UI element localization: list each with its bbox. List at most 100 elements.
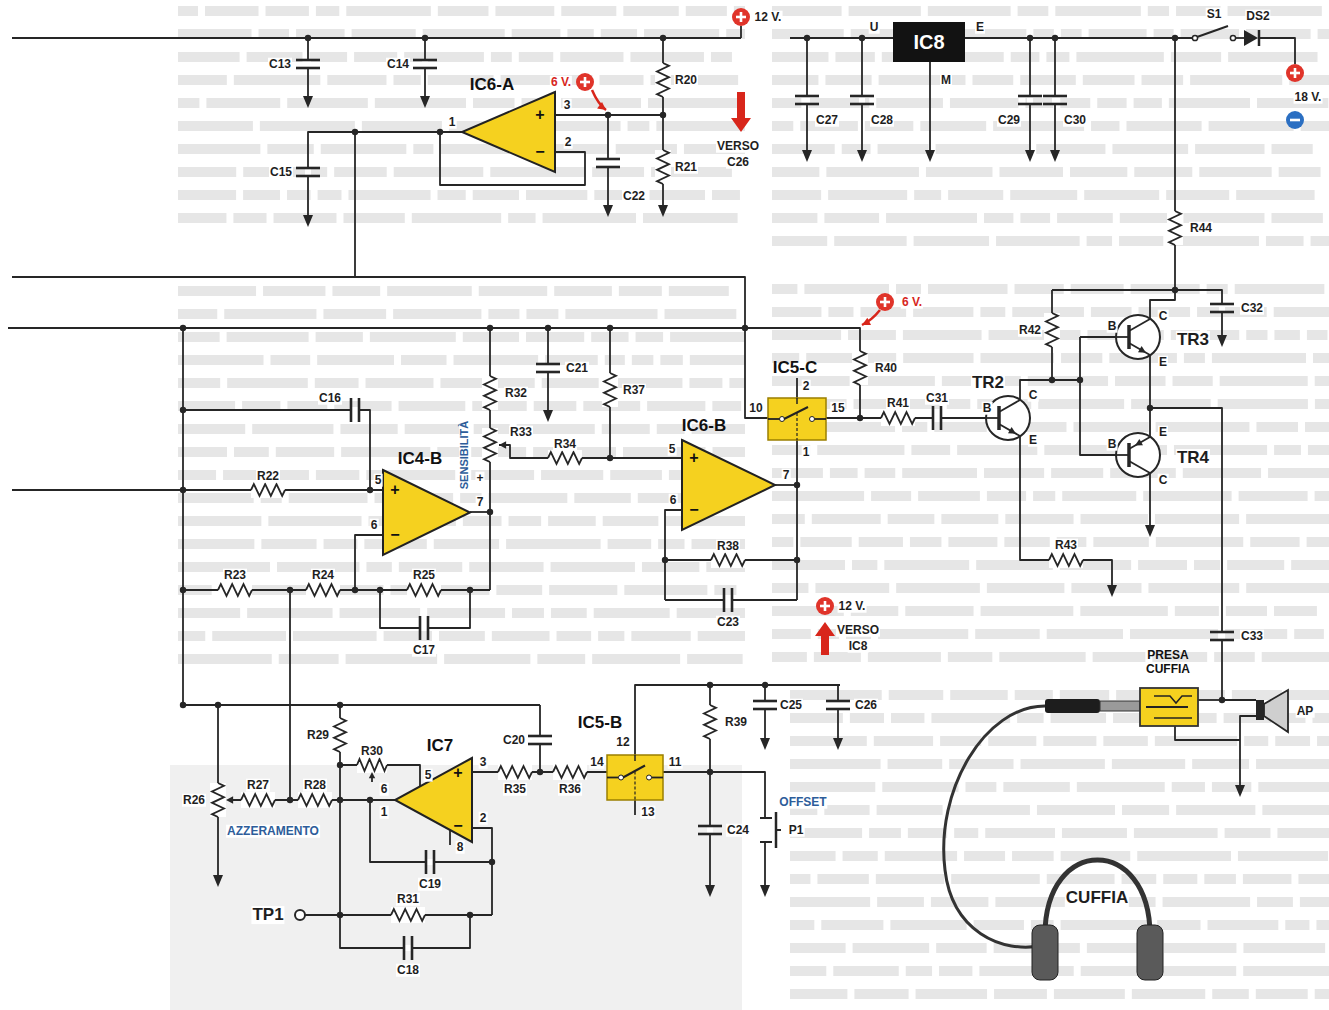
switch-contact xyxy=(780,417,785,422)
faded-word xyxy=(1054,989,1125,999)
faded-word xyxy=(526,309,558,319)
faded-word xyxy=(537,654,585,664)
capacitor-plate xyxy=(850,95,874,98)
faded-word xyxy=(665,309,737,319)
capacitor-mask xyxy=(804,97,810,104)
faded-word xyxy=(1017,713,1043,723)
component-name: PRESA CUFFIA xyxy=(1133,648,1203,677)
faded-background xyxy=(170,6,1329,1010)
faded-word xyxy=(560,52,623,62)
faded-word xyxy=(1112,144,1188,154)
faded-word xyxy=(790,920,814,930)
faded-word xyxy=(842,144,871,154)
circuit xyxy=(8,8,1304,980)
faded-word xyxy=(926,167,993,177)
faded-word xyxy=(1262,652,1329,662)
junction-dot xyxy=(545,325,551,331)
wire xyxy=(354,132,356,277)
faded-word xyxy=(1055,6,1140,16)
junction-dot xyxy=(794,482,800,488)
faded-word xyxy=(711,52,732,62)
faded-word xyxy=(178,190,236,200)
resistor-symbol xyxy=(357,759,387,771)
faded-word xyxy=(317,355,394,365)
faded-word xyxy=(1315,989,1329,999)
faded-word xyxy=(619,286,662,296)
ground-symbol xyxy=(213,875,223,887)
part-label: E xyxy=(1028,434,1038,447)
faded-word xyxy=(1028,376,1108,386)
wire xyxy=(635,685,840,755)
capacitor-plate xyxy=(1018,95,1042,98)
faded-word xyxy=(1071,284,1124,294)
junction-dot xyxy=(180,587,186,593)
transistor-leg xyxy=(1129,461,1150,485)
ground-symbol xyxy=(925,150,935,162)
faded-word xyxy=(981,353,1055,363)
faded-word xyxy=(835,52,874,62)
faded-word xyxy=(543,213,636,223)
part-label: R37 xyxy=(622,384,646,397)
capacitor-mask xyxy=(427,859,434,865)
capacitor-plate xyxy=(1018,103,1042,106)
transistor-leg xyxy=(1129,343,1150,367)
capacitor-plate xyxy=(753,708,777,711)
node-outline xyxy=(768,398,826,440)
faded-word xyxy=(650,190,705,200)
faded-word xyxy=(828,190,907,200)
pin-number: 13 xyxy=(640,806,655,819)
control-caption: OFFSET xyxy=(778,796,827,809)
junction-dot xyxy=(607,325,613,331)
faded-word xyxy=(1268,468,1329,478)
junction-dot xyxy=(742,325,748,331)
resistor-symbol xyxy=(854,351,866,385)
emitter-arrow xyxy=(1138,346,1146,353)
faded-word xyxy=(984,468,1044,478)
resistor-symbol xyxy=(1046,313,1058,347)
faded-word xyxy=(972,75,1013,85)
faded-word xyxy=(871,491,911,501)
faded-word xyxy=(1130,629,1218,639)
faded-word xyxy=(287,190,311,200)
faded-word xyxy=(1226,606,1267,616)
resistor-symbol xyxy=(553,766,587,778)
part-label: C14 xyxy=(386,58,410,71)
part-label: AP xyxy=(1296,705,1315,718)
wire xyxy=(182,328,184,705)
resistor-mask xyxy=(711,552,745,568)
faded-word xyxy=(790,943,846,953)
wire xyxy=(796,440,798,600)
capacitor-plate xyxy=(1210,311,1234,314)
faded-word xyxy=(412,213,501,223)
wire xyxy=(764,685,766,738)
faded-word xyxy=(1258,782,1329,792)
ground-symbol xyxy=(420,96,430,108)
faded-word xyxy=(833,966,898,976)
wire xyxy=(1175,726,1240,740)
faded-word xyxy=(178,608,240,618)
junction-dot xyxy=(1049,377,1055,383)
capacitor-plate xyxy=(1210,631,1234,634)
faded-word xyxy=(1257,897,1293,907)
faded-word xyxy=(642,562,699,572)
button-contact xyxy=(760,817,772,819)
faded-word xyxy=(913,307,973,317)
junction-dot xyxy=(489,859,495,865)
op-amp-triangle: IC6-A+− xyxy=(462,92,555,172)
faded-word xyxy=(936,144,1030,154)
wire xyxy=(806,38,808,150)
capacitor-plate xyxy=(411,936,414,960)
junction-dot xyxy=(467,912,473,918)
faded-word xyxy=(648,98,739,108)
resistor-symbol xyxy=(484,428,496,462)
voltage-pointer-head xyxy=(597,102,606,110)
terminal-sign xyxy=(884,297,887,307)
faded-word xyxy=(824,213,879,223)
ground-symbol xyxy=(303,215,313,227)
faded-word xyxy=(1084,190,1159,200)
input-sign: + xyxy=(453,765,462,781)
capacitor-plate xyxy=(427,616,430,640)
faded-word xyxy=(848,330,896,340)
switch-lever xyxy=(623,766,645,778)
wire xyxy=(1020,448,1112,585)
